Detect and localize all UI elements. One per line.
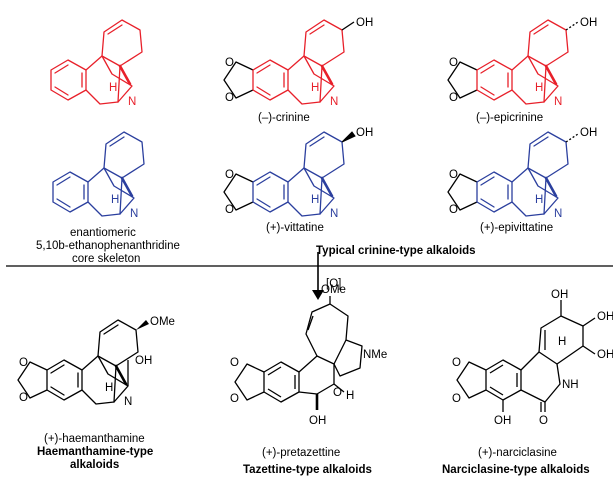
narciclasine-h: H: [558, 336, 566, 348]
epicrinine-structure: [447, 18, 579, 106]
haemanthamine-o1: O: [19, 357, 28, 369]
narciclasine-type-heading: Narciclasine-type alkaloids: [442, 464, 590, 476]
epicrinine-caption: (–)-epicrinine: [476, 112, 544, 124]
haemanthamine-type-line1: Haemanthamine-type: [37, 446, 154, 458]
enantiomeric-caption-line3: core skeleton: [72, 253, 141, 265]
vittatine-caption: (+)-vittatine: [266, 222, 324, 234]
pretazettine-o2: O: [230, 393, 239, 405]
epivittatine-oh: OH: [580, 127, 597, 139]
pretazettine-ring-o: O: [333, 387, 342, 399]
epivittatine-caption: (+)-epivittatine: [480, 222, 554, 234]
narciclasine-carbonyl-o: O: [539, 415, 548, 427]
narciclasine-o1: O: [452, 357, 461, 369]
haemanthamine-ome: OMe: [150, 316, 175, 328]
crinine-h: H: [311, 82, 319, 94]
epicrinine-n: N: [554, 96, 562, 108]
narciclasine-oh-right2: OH: [597, 349, 613, 361]
epicrinine-oh: OH: [580, 17, 597, 29]
pretazettine-h: H: [346, 390, 354, 402]
skeleton-red-bonds: [49, 18, 144, 106]
haemanthamine-h: H: [105, 382, 113, 394]
haemanthamine-structure: [17, 318, 149, 406]
pretazettine-nme: NMe: [363, 349, 387, 361]
crinine-n: N: [330, 96, 338, 108]
crinine-o2: O: [225, 92, 234, 104]
haemanthamine-n: N: [124, 396, 132, 408]
crinine-structure: [223, 18, 355, 106]
enantiomeric-caption-line1: enantiomeric: [70, 227, 136, 239]
epicrinine-bonds: [475, 18, 570, 106]
pretazettine-ome: OMe: [321, 284, 346, 296]
tazettine-type-heading: Tazettine-type alkaloids: [243, 464, 372, 476]
epicrinine-o1: O: [449, 57, 458, 69]
epivittatine-o2: O: [449, 204, 458, 216]
vittatine-h: H: [311, 194, 319, 206]
epivittatine-structure: [447, 130, 579, 218]
narciclasine-phenol-oh: OH: [494, 415, 511, 427]
haemanthamine-bonds: [45, 318, 140, 406]
oxidation-reagent: [O]: [326, 278, 341, 290]
haemanthamine-oh: OH: [135, 355, 152, 367]
vittatine-structure: [223, 130, 356, 218]
parent-n-label: N: [128, 96, 136, 108]
narciclasine-caption: (+)-narciclasine: [478, 447, 557, 459]
typical-crinine-heading: Typical crinine-type alkaloids: [316, 245, 476, 257]
epivittatine-o1: O: [449, 169, 458, 181]
crinine-oh: OH: [356, 17, 373, 29]
narciclasine-nh: NH: [562, 379, 579, 391]
pretazettine-o1: O: [230, 357, 239, 369]
enantio-h-label: H: [111, 194, 119, 206]
narciclasine-structure: [456, 300, 596, 412]
parent-skeleton-red: [49, 18, 144, 106]
haemanthamine-caption: (+)-haemanthamine: [44, 433, 145, 445]
vittatine-n: N: [330, 208, 338, 220]
narciclasine-oh-right1: OH: [597, 311, 613, 323]
epivittatine-n: N: [554, 208, 562, 220]
pretazettine-oh: OH: [309, 415, 326, 427]
pretazettine-structure: [234, 296, 363, 410]
haemanthamine-o2: O: [19, 392, 28, 404]
oxidation-arrow-head: [312, 290, 324, 300]
vittatine-oh: OH: [356, 127, 373, 139]
crinine-bonds: [251, 18, 346, 106]
skeleton-blue-bonds: [51, 130, 146, 218]
vittatine-o2: O: [225, 204, 234, 216]
epicrinine-h: H: [535, 82, 543, 94]
pretazettine-caption: (+)-pretazettine: [262, 447, 341, 459]
enantiomeric-skeleton-blue: [51, 130, 146, 218]
crinine-o1: O: [225, 57, 234, 69]
crinine-caption: (–)-crinine: [258, 112, 310, 124]
epivittatine-bonds: [475, 130, 570, 218]
enantio-n-label: N: [130, 208, 138, 220]
epivittatine-h: H: [535, 194, 543, 206]
narciclasine-oh-top: OH: [551, 289, 568, 301]
haemanthamine-type-line2: alkaloids: [70, 459, 120, 471]
vittatine-bonds: [251, 130, 346, 218]
parent-h-label: H: [109, 82, 117, 94]
epicrinine-o2: O: [449, 92, 458, 104]
vittatine-o1: O: [225, 169, 234, 181]
enantiomeric-caption-line2: 5,10b-ethanophenanthridine: [36, 240, 180, 252]
narciclasine-o2: O: [452, 393, 461, 405]
